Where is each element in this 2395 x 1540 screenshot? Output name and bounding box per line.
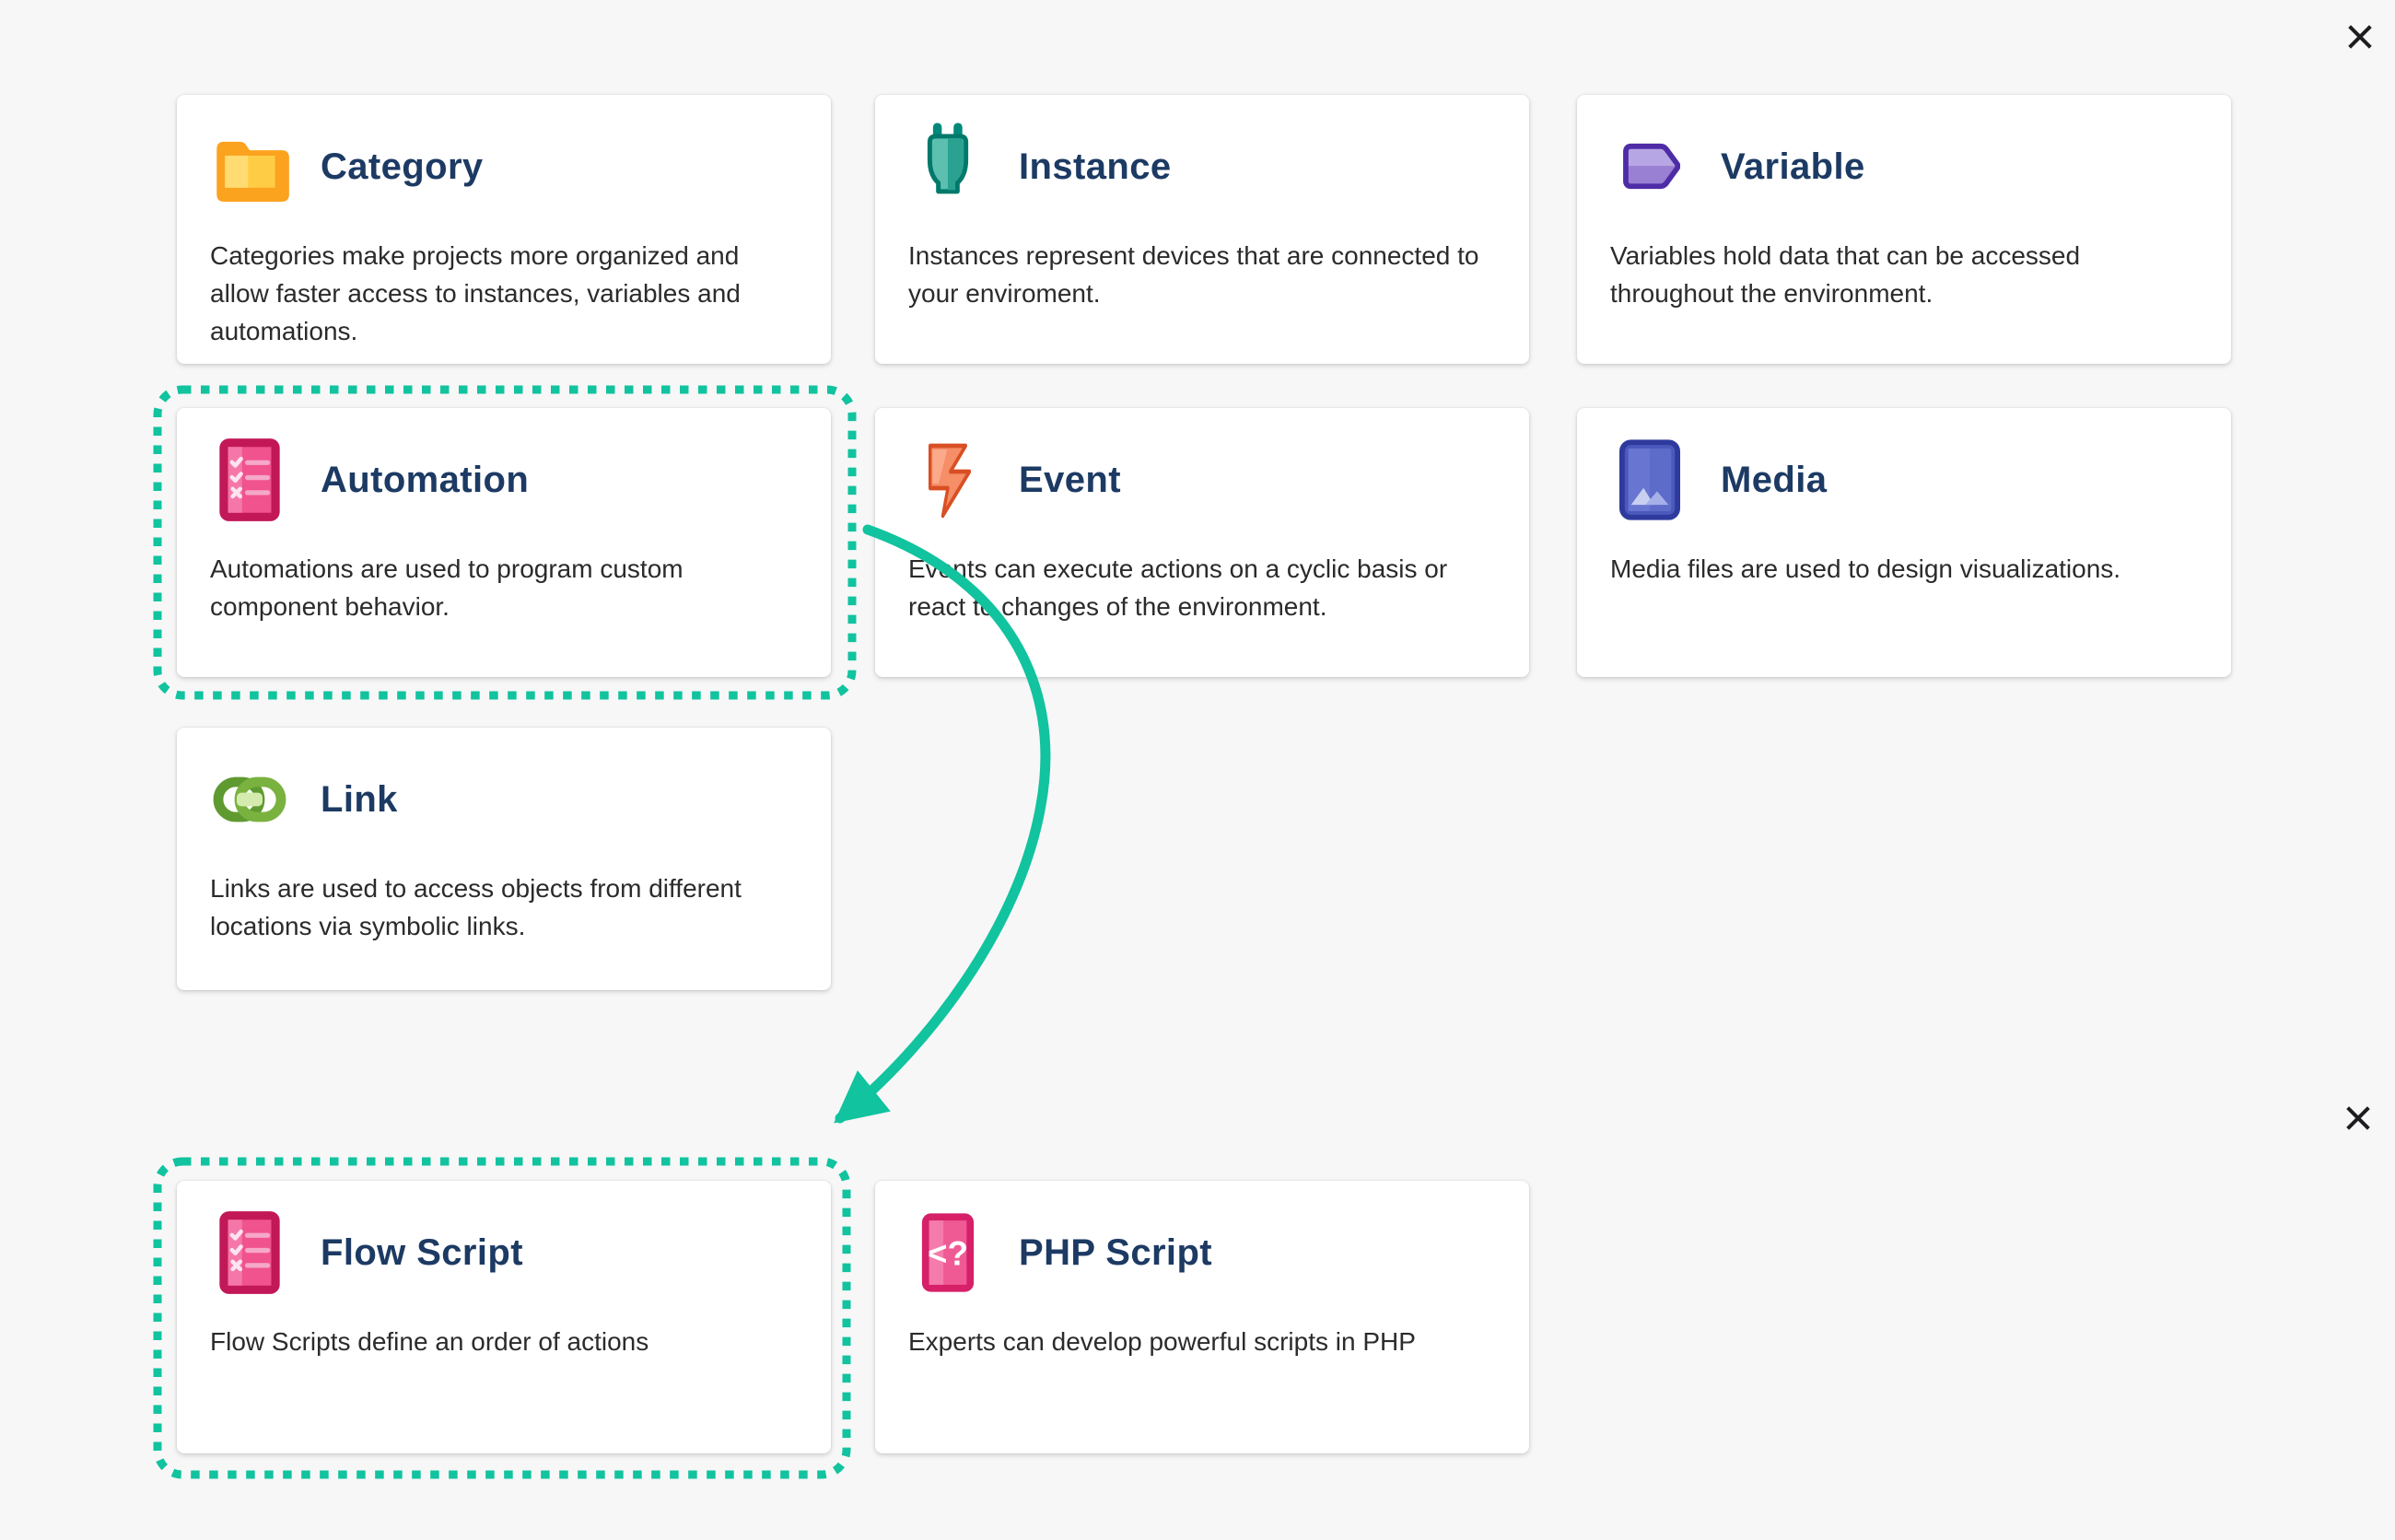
- image-icon: [1610, 439, 1689, 520]
- plug-icon: [908, 121, 987, 213]
- card-title: Event: [1019, 459, 1121, 500]
- folder-icon: [210, 133, 289, 202]
- script-dialog-close-button[interactable]: [2338, 1098, 2378, 1138]
- card-description: Automations are used to program custom c…: [210, 554, 683, 621]
- card-description: Categories make projects more organized …: [210, 241, 741, 345]
- card-title: Variable: [1721, 146, 1865, 187]
- card-event-header: Event: [908, 430, 1496, 530]
- php-icon: <?: [908, 1210, 987, 1295]
- close-icon: [2340, 1100, 2377, 1137]
- card-description: Flow Scripts define an order of actions: [210, 1327, 649, 1356]
- php-glyph: <?: [928, 1235, 968, 1273]
- card-description: Links are used to access objects from di…: [210, 874, 742, 940]
- checklist-icon: [210, 1208, 289, 1298]
- card-title: PHP Script: [1019, 1231, 1212, 1273]
- checklist-icon: [210, 435, 289, 525]
- card-title: Automation: [321, 459, 530, 500]
- close-icon: [2342, 18, 2378, 55]
- card-description: Media files are used to design visualiza…: [1610, 554, 2121, 583]
- card-link[interactable]: Link Links are used to access objects fr…: [177, 728, 831, 990]
- card-description: Events can execute actions on a cyclic b…: [908, 554, 1448, 621]
- card-flow-script[interactable]: Flow Script Flow Scripts define an order…: [177, 1181, 831, 1453]
- card-php-script-header: <? PHP Script: [908, 1203, 1496, 1302]
- card-flow-script-header: Flow Script: [210, 1203, 798, 1302]
- card-description: Instances represent devices that are con…: [908, 241, 1479, 308]
- card-link-header: Link: [210, 750, 798, 849]
- card-description: Experts can develop powerful scripts in …: [908, 1327, 1416, 1356]
- card-variable[interactable]: Variable Variables hold data that can be…: [1577, 95, 2231, 364]
- card-automation[interactable]: Automation Automations are used to progr…: [177, 408, 831, 677]
- card-instance[interactable]: Instance Instances represent devices tha…: [875, 95, 1529, 364]
- link-icon: [210, 774, 289, 825]
- card-title: Instance: [1019, 146, 1172, 187]
- card-automation-header: Automation: [210, 430, 798, 530]
- lightning-icon: [908, 440, 987, 519]
- card-php-script[interactable]: <? PHP Script Experts can develop powerf…: [875, 1181, 1529, 1453]
- card-title: Category: [321, 146, 484, 187]
- card-description: Variables hold data that can be accessed…: [1610, 241, 2081, 308]
- card-title: Link: [321, 778, 398, 820]
- card-media-header: Media: [1610, 430, 2198, 530]
- tag-icon: [1610, 142, 1689, 192]
- card-instance-header: Instance: [908, 117, 1496, 216]
- card-variable-header: Variable: [1610, 117, 2198, 216]
- card-media[interactable]: Media Media files are used to design vis…: [1577, 408, 2231, 677]
- card-category-header: Category: [210, 117, 798, 216]
- object-dialog-close-button[interactable]: [2340, 17, 2380, 57]
- card-title: Media: [1721, 459, 1828, 500]
- card-title: Flow Script: [321, 1231, 523, 1273]
- card-event[interactable]: Event Events can execute actions on a cy…: [875, 408, 1529, 677]
- card-category[interactable]: Category Categories make projects more o…: [177, 95, 831, 364]
